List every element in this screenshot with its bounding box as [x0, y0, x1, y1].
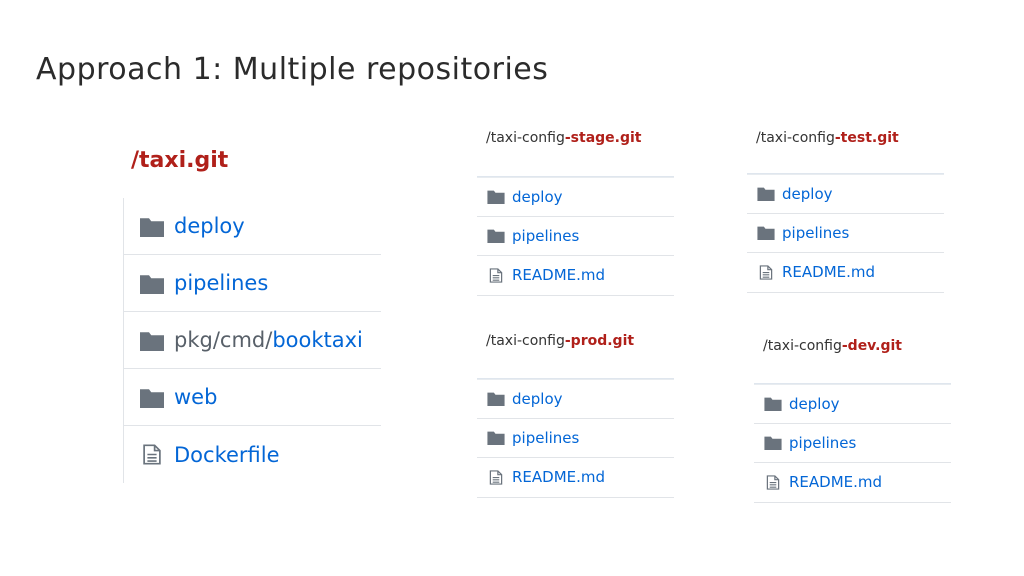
file-row-pipelines[interactable]: pipelines [477, 217, 674, 256]
file-row-deploy[interactable]: deploy [124, 198, 381, 255]
file-row-pipelines[interactable]: pipelines [124, 255, 381, 312]
folder-icon [764, 396, 782, 412]
file-row-booktaxi[interactable]: pkg/cmd/booktaxi [124, 312, 381, 369]
label-suffix: -test.git [834, 130, 899, 146]
dev-repo-file-list: deploy pipelines README.md [754, 383, 951, 503]
folder-icon [487, 189, 505, 205]
prod-repo-label: /taxi-config-prod.git [486, 333, 634, 349]
file-row-deploy[interactable]: deploy [477, 379, 674, 419]
file-name[interactable]: deploy [782, 184, 833, 203]
label-prefix: /taxi-config [763, 338, 842, 354]
file-name[interactable]: Dockerfile [174, 442, 280, 467]
folder-icon [140, 387, 164, 408]
file-row-dockerfile[interactable]: Dockerfile [124, 426, 381, 483]
folder-icon [764, 435, 782, 451]
prod-repo-file-list: deploy pipelines README.md [477, 378, 674, 498]
slide-title: Approach 1: Multiple repositories [36, 52, 549, 87]
stage-repo-file-list: deploy pipelines README.md [477, 176, 674, 296]
folder-icon [487, 228, 505, 244]
folder-icon [487, 391, 505, 407]
folder-icon [140, 273, 164, 294]
file-name-link[interactable]: booktaxi [272, 328, 363, 352]
file-name[interactable]: pipelines [512, 226, 580, 245]
file-icon [757, 265, 775, 280]
label-suffix: -stage.git [564, 130, 642, 146]
label-prefix: /taxi-config [486, 333, 565, 349]
file-row-pipelines[interactable]: pipelines [747, 214, 944, 253]
stage-repo-label: /taxi-config-stage.git [486, 130, 642, 146]
file-name[interactable]: deploy [512, 187, 563, 206]
file-row-pipelines[interactable]: pipelines [477, 419, 674, 458]
label-prefix: /taxi-config [486, 130, 565, 146]
file-name[interactable]: web [174, 385, 218, 409]
file-row-deploy[interactable]: deploy [477, 177, 674, 217]
file-icon [487, 470, 505, 485]
label-suffix: -dev.git [841, 338, 903, 354]
folder-icon [140, 216, 164, 237]
file-icon [764, 475, 782, 490]
file-icon [487, 268, 505, 283]
test-repo-file-list: deploy pipelines README.md [747, 173, 944, 293]
file-row-readme[interactable]: README.md [477, 458, 674, 498]
file-name[interactable]: pipelines [174, 271, 269, 295]
file-row-readme[interactable]: README.md [754, 463, 951, 503]
folder-icon [757, 186, 775, 202]
file-name[interactable]: README.md [512, 468, 606, 487]
file-row-pipelines[interactable]: pipelines [754, 424, 951, 463]
folder-icon [487, 430, 505, 446]
file-row-deploy[interactable]: deploy [747, 174, 944, 214]
file-name[interactable]: pipelines [789, 433, 857, 452]
folder-icon [757, 225, 775, 241]
file-row-readme[interactable]: README.md [747, 253, 944, 293]
file-name[interactable]: deploy [512, 389, 563, 408]
file-path-prefix: pkg/cmd/ [174, 328, 273, 352]
file-name[interactable]: deploy [789, 394, 840, 413]
folder-icon [140, 330, 164, 351]
file-name[interactable]: pipelines [512, 428, 580, 447]
test-repo-label: /taxi-config-test.git [756, 130, 899, 146]
file-name[interactable]: pkg/cmd/booktaxi [174, 328, 363, 352]
file-name[interactable]: README.md [512, 266, 606, 285]
label-suffix: -prod.git [564, 333, 635, 349]
file-row-deploy[interactable]: deploy [754, 384, 951, 424]
file-name[interactable]: README.md [782, 263, 876, 282]
taxi-repo-label: /taxi.git [131, 148, 229, 173]
file-row-web[interactable]: web [124, 369, 381, 426]
dev-repo-label: /taxi-config-dev.git [763, 338, 902, 354]
label-prefix: /taxi-config [756, 130, 835, 146]
file-name[interactable]: pipelines [782, 223, 850, 242]
file-row-readme[interactable]: README.md [477, 256, 674, 296]
file-name[interactable]: README.md [789, 473, 883, 492]
file-name[interactable]: deploy [174, 214, 245, 238]
taxi-repo-file-list: deploy pipelines pkg/cmd/booktaxi web Do… [123, 198, 381, 483]
file-icon [140, 444, 164, 465]
